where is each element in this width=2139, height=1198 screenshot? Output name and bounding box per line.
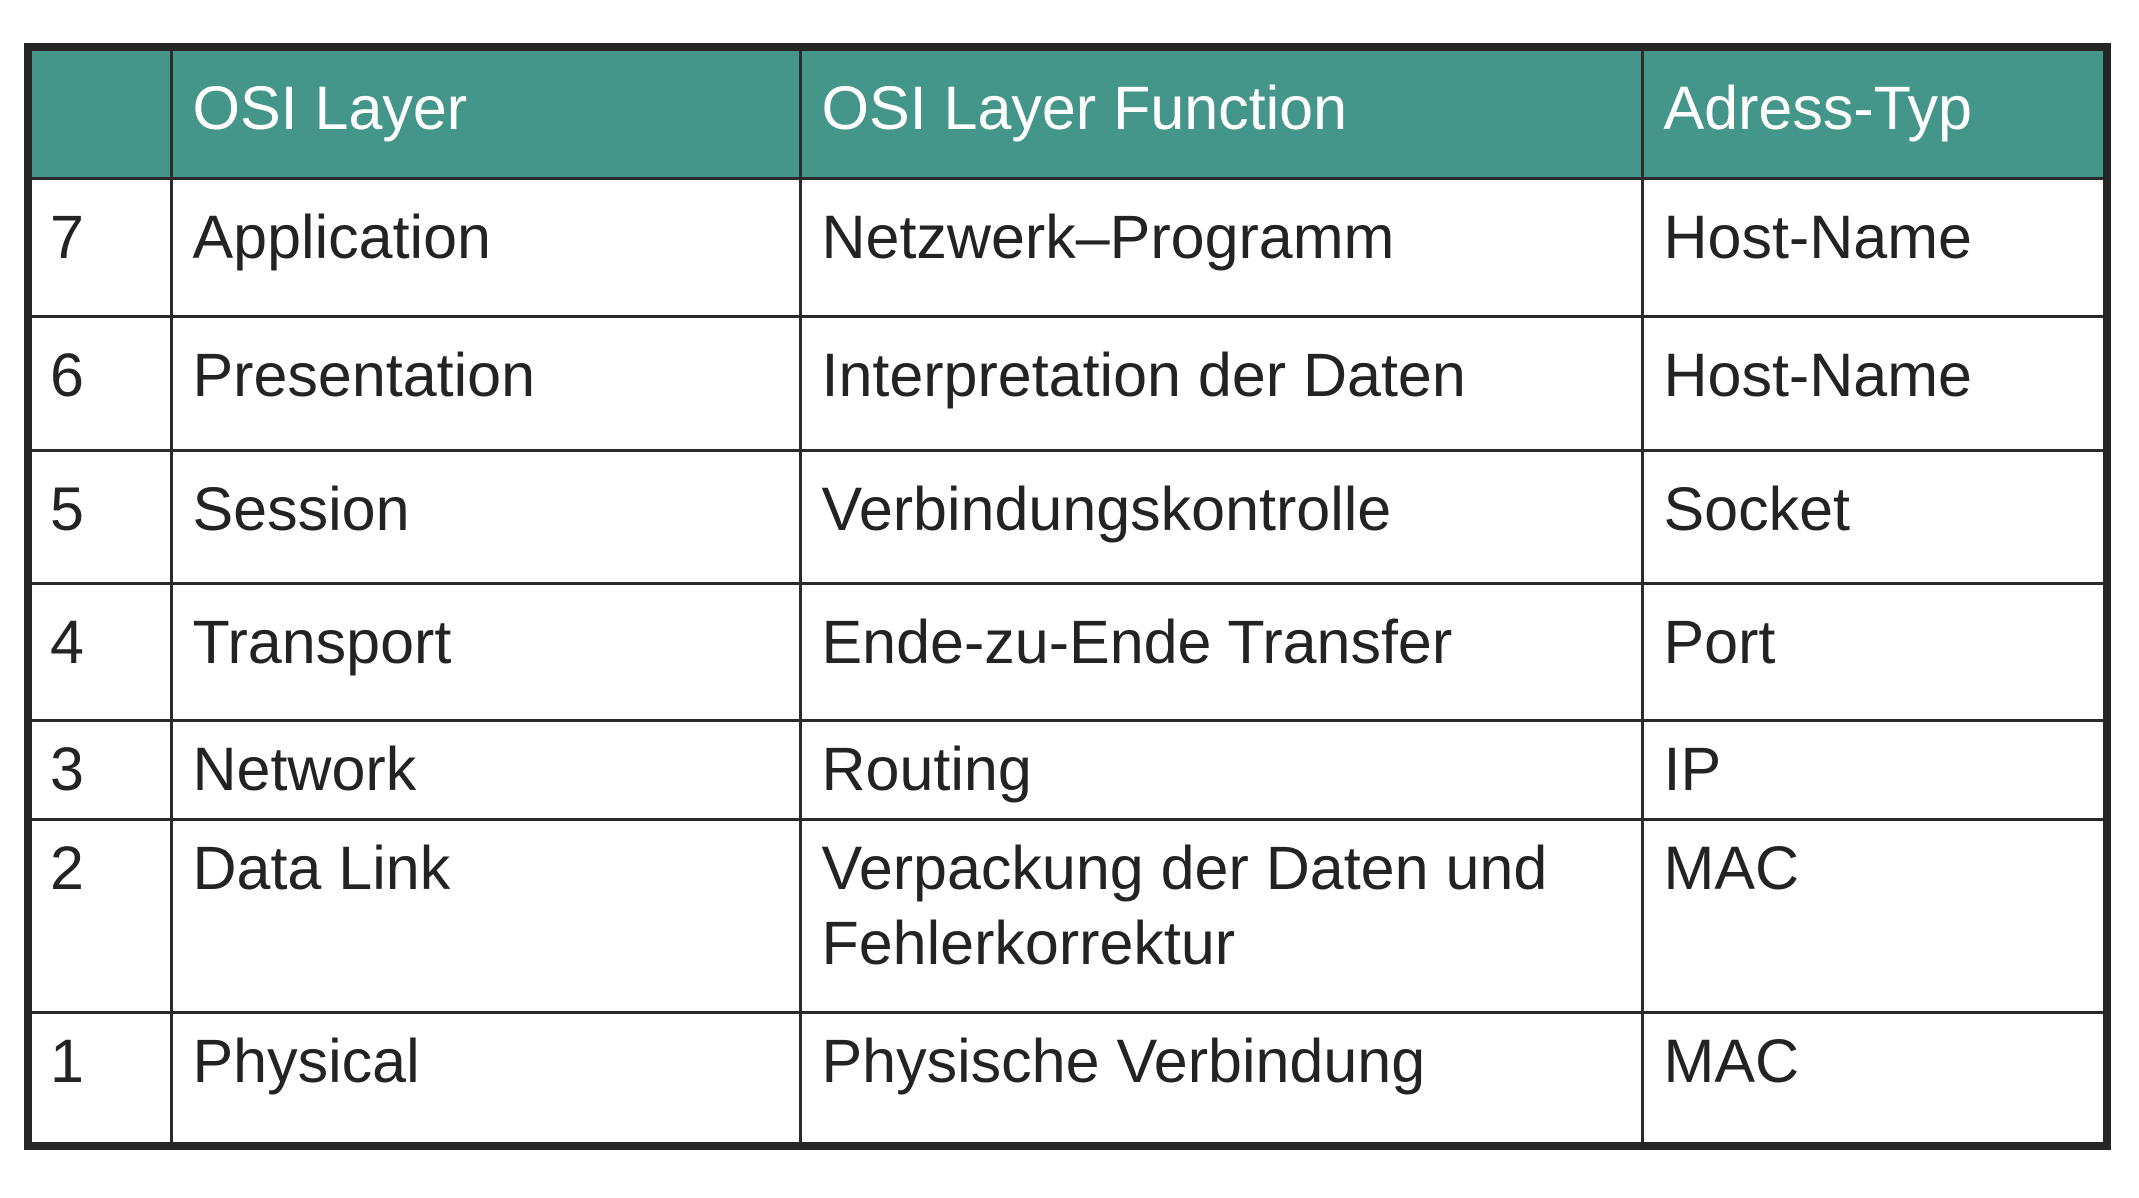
layer-name: Application (169, 176, 802, 318)
address-type: Port (1640, 581, 2109, 722)
address-type: Host-Name (1640, 314, 2109, 452)
table-row: 3 Network Routing IP (26, 718, 2109, 821)
layer-number: 6 (26, 314, 173, 452)
header-row: OSI Layer OSI Layer Function Adress-Typ (26, 45, 2109, 180)
table-row: 6 Presentation Interpretation der Daten … (26, 314, 2109, 452)
layer-number: 4 (26, 581, 173, 722)
table-body: 7 Application Netzwerk–Programm Host-Nam… (26, 176, 2109, 1148)
table-row: 4 Transport Ende-zu-Ende Transfer Port (26, 581, 2109, 722)
layer-number: 5 (26, 448, 173, 585)
layer-number: 2 (26, 817, 173, 1014)
layer-number: 7 (26, 176, 173, 318)
layer-name: Physical (169, 1010, 802, 1148)
layer-function: Routing (798, 718, 1644, 821)
layer-number: 1 (26, 1010, 173, 1148)
table-row: 2 Data Link Verpackung der Daten und Feh… (26, 817, 2109, 1014)
address-type: Host-Name (1640, 176, 2109, 318)
table-row: 1 Physical Physische Verbindung MAC (26, 1010, 2109, 1148)
layer-function: Verpackung der Daten und Fehlerkorrektur (798, 817, 1644, 1014)
layer-name: Session (169, 448, 802, 585)
column-header-number (26, 45, 173, 180)
layer-function: Netzwerk–Programm (798, 176, 1644, 318)
table-header: OSI Layer OSI Layer Function Adress-Typ (26, 45, 2109, 180)
address-type: MAC (1640, 1010, 2109, 1148)
column-header-osi-layer-function: OSI Layer Function (798, 45, 1644, 180)
layer-number: 3 (26, 718, 173, 821)
layer-function: Verbindungskontrolle (798, 448, 1644, 585)
address-type: Socket (1640, 448, 2109, 585)
table-row: 5 Session Verbindungskontrolle Socket (26, 448, 2109, 585)
layer-function: Interpretation der Daten (798, 314, 1644, 452)
column-header-address-type: Adress-Typ (1640, 45, 2109, 180)
layer-function: Ende-zu-Ende Transfer (798, 581, 1644, 722)
layer-function: Physische Verbindung (798, 1010, 1644, 1148)
layer-name: Presentation (169, 314, 802, 452)
column-header-osi-layer: OSI Layer (169, 45, 802, 180)
address-type: MAC (1640, 817, 2109, 1014)
osi-layer-table: OSI Layer OSI Layer Function Adress-Typ … (24, 43, 2111, 1150)
address-type: IP (1640, 718, 2109, 821)
layer-name: Transport (169, 581, 802, 722)
table-row: 7 Application Netzwerk–Programm Host-Nam… (26, 176, 2109, 318)
layer-name: Data Link (169, 817, 802, 1014)
layer-name: Network (169, 718, 802, 821)
